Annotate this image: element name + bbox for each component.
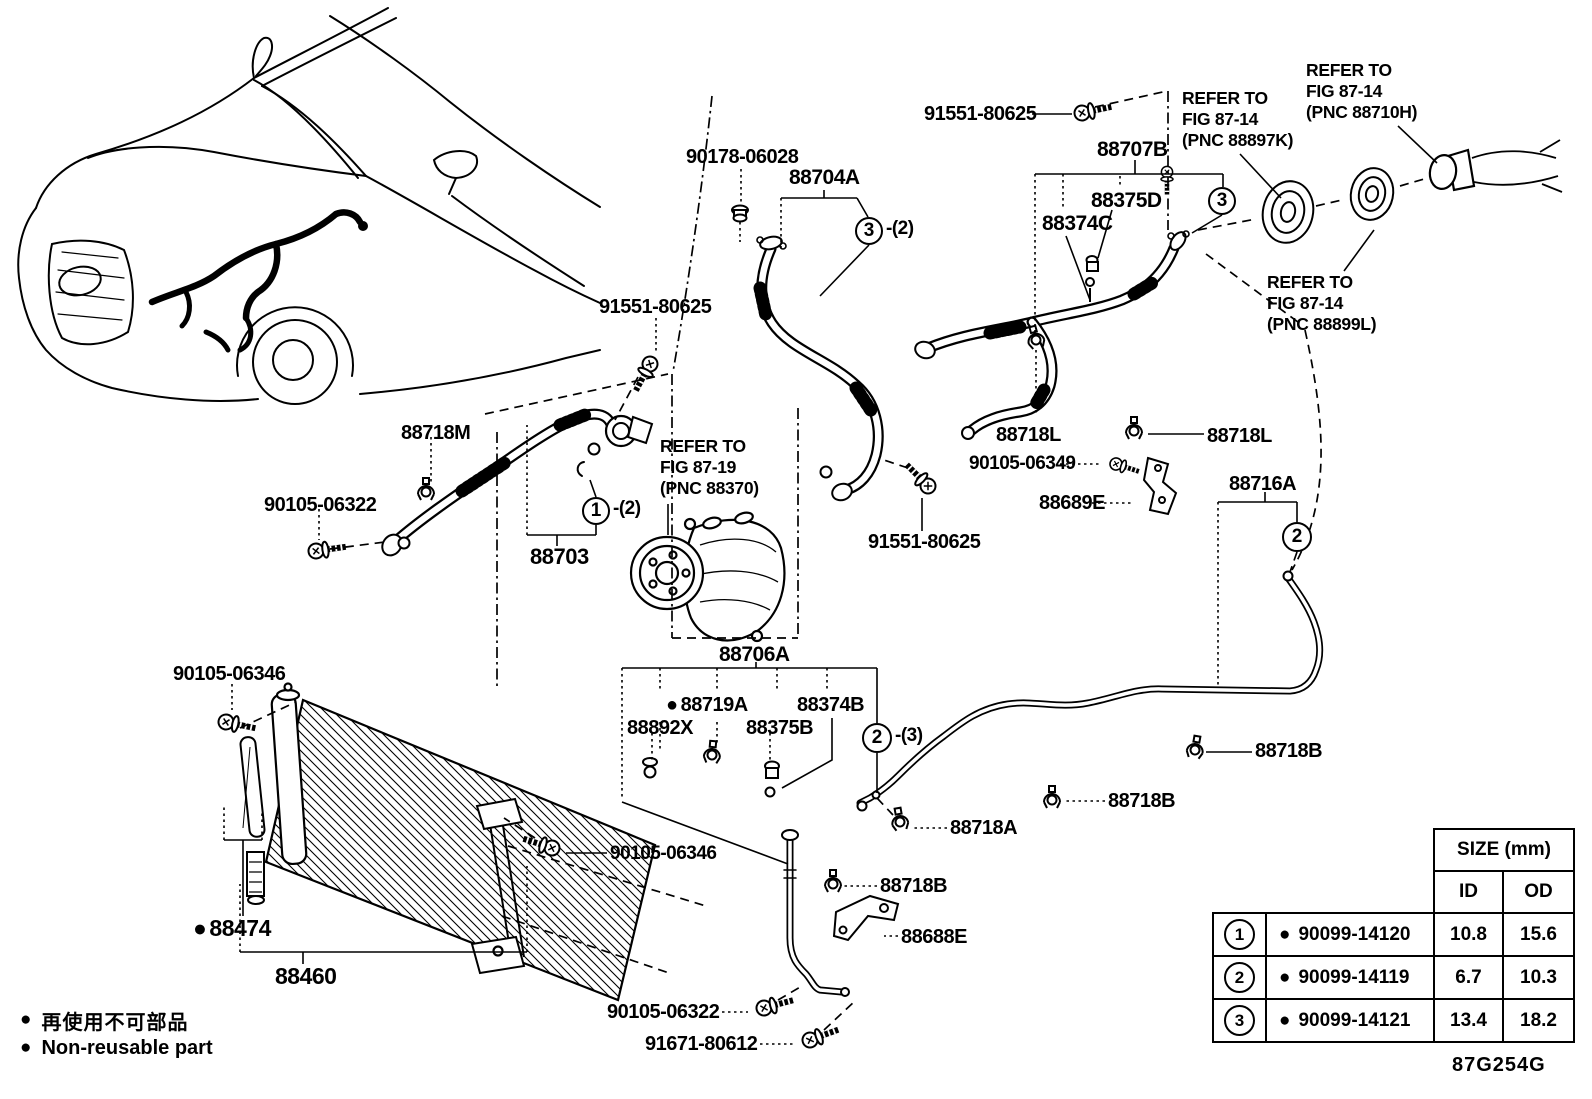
leader-lines-solid — [224, 113, 1438, 964]
table-id-value: 13.4 — [1433, 998, 1504, 1043]
size-table-id-header: ID — [1433, 870, 1504, 914]
part-label-88707b: 88707B — [1097, 138, 1168, 161]
bracket-88688e — [832, 894, 900, 942]
callout-qty: -(3) — [895, 725, 923, 746]
grommet-icon — [1261, 180, 1315, 244]
part-label-91551-80625: 91551-80625 — [924, 103, 1037, 125]
part-label-88375b: 88375B — [746, 717, 814, 739]
legend-row-jp: ● 再使用不可部品 — [20, 1006, 213, 1034]
part-label-88718m: 88718M — [401, 422, 471, 444]
part-label-88719a: ●88719A — [666, 694, 748, 716]
part-label-88375d: 88375D — [1091, 189, 1162, 212]
part-label-88474: ●88474 — [193, 915, 271, 941]
size-table-od-header: OD — [1502, 870, 1575, 914]
leader-lines-dotted — [223, 169, 1219, 1045]
table-od-value: 15.6 — [1502, 912, 1575, 957]
part-label-88374c: 88374C — [1042, 212, 1113, 235]
car-sketch — [17, 7, 601, 405]
legend-row-en: ● Non-reusable part — [20, 1034, 213, 1062]
part-label-88892x: 88892X — [627, 717, 693, 739]
part-label-88703: 88703 — [530, 544, 589, 569]
part-label-88704a: 88704A — [789, 166, 860, 189]
part-label-90105-06322: 90105-06322 — [607, 1001, 720, 1023]
non-reusable-dot-icon: ● — [1279, 966, 1291, 988]
grommet-icon — [1349, 167, 1395, 221]
valve-parts — [642, 204, 1099, 798]
table-callout-1: 1 — [1224, 919, 1255, 950]
receiver-drier — [239, 736, 266, 905]
part-label-88688e: 88688E — [901, 926, 967, 948]
non-reusable-dot-icon: ● — [193, 915, 207, 941]
non-reusable-dot-icon: ● — [20, 1037, 32, 1058]
table-part-number: ●90099-14121 — [1265, 998, 1435, 1043]
part-label-88460: 88460 — [275, 963, 337, 989]
callout-qty: -(2) — [886, 218, 914, 239]
part-label-88718b: 88718B — [880, 875, 948, 897]
part-label-88689e: 88689E — [1039, 492, 1105, 514]
part-label-90105-06349: 90105-06349 — [969, 453, 1076, 474]
non-reusable-dot-icon: ● — [1279, 923, 1291, 945]
callout-2: 2 — [1282, 522, 1312, 552]
table-part-number: ●90099-14120 — [1265, 912, 1435, 957]
part-label-88716a: 88716A — [1229, 473, 1297, 495]
table-od-value: 18.2 — [1502, 998, 1575, 1043]
hose-88703 — [381, 408, 654, 557]
table-id-value: 6.7 — [1433, 955, 1504, 1000]
part-label-91551-80625: 91551-80625 — [868, 531, 981, 553]
legend: ● 再使用不可部品 ● Non-reusable part — [20, 1006, 213, 1062]
legend-text-jp: 再使用不可部品 — [41, 1011, 189, 1034]
part-label-88718l: 88718L — [1207, 425, 1272, 447]
liquid-pipe — [781, 829, 850, 997]
compressor — [629, 511, 786, 643]
part-label-88718b: 88718B — [1108, 790, 1176, 812]
non-reusable-dot-icon: ● — [20, 1009, 32, 1030]
part-label-88706a: 88706A — [719, 643, 790, 666]
table-callout-3: 3 — [1224, 1005, 1255, 1036]
part-label-90178-06028: 90178-06028 — [686, 146, 799, 168]
callout-qty: -(2) — [613, 498, 641, 519]
part-label-90105-06322: 90105-06322 — [264, 494, 377, 516]
table-callout-2: 2 — [1224, 962, 1255, 993]
table-id-value: 10.8 — [1433, 912, 1504, 957]
callout-3: 3 — [855, 217, 883, 245]
callout-1: 1 — [582, 497, 610, 525]
condenser — [264, 682, 657, 1002]
table-part-number: ●90099-14119 — [1265, 955, 1435, 1000]
hose-88707b — [914, 230, 1190, 440]
bracket-88689e — [1142, 456, 1178, 516]
part-label-91551-80625: 91551-80625 — [599, 296, 712, 318]
size-table-title: SIZE (mm) — [1433, 828, 1575, 872]
legend-text-en: Non-reusable part — [41, 1036, 213, 1059]
part-label-90105-06346: 90105-06346 — [610, 843, 717, 864]
callout-3: 3 — [1208, 187, 1236, 215]
non-reusable-dot-icon: ● — [666, 694, 678, 716]
hose-88704a — [753, 235, 884, 502]
centerline-dashdot — [496, 91, 1169, 686]
figure-code: 87G254G — [1452, 1054, 1546, 1076]
part-label-88718a: 88718A — [950, 817, 1018, 839]
non-reusable-dot-icon: ● — [1279, 1009, 1291, 1031]
part-label-90105-06346: 90105-06346 — [173, 663, 286, 685]
part-label-88374b: 88374B — [797, 694, 865, 716]
callout-2: 2 — [862, 723, 892, 753]
part-label-88718l: 88718L — [996, 424, 1061, 446]
pipe-88716a — [856, 570, 1324, 812]
part-label-91671-80612: 91671-80612 — [645, 1033, 758, 1055]
part-label-88718b: 88718B — [1255, 740, 1323, 762]
table-od-value: 10.3 — [1502, 955, 1575, 1000]
